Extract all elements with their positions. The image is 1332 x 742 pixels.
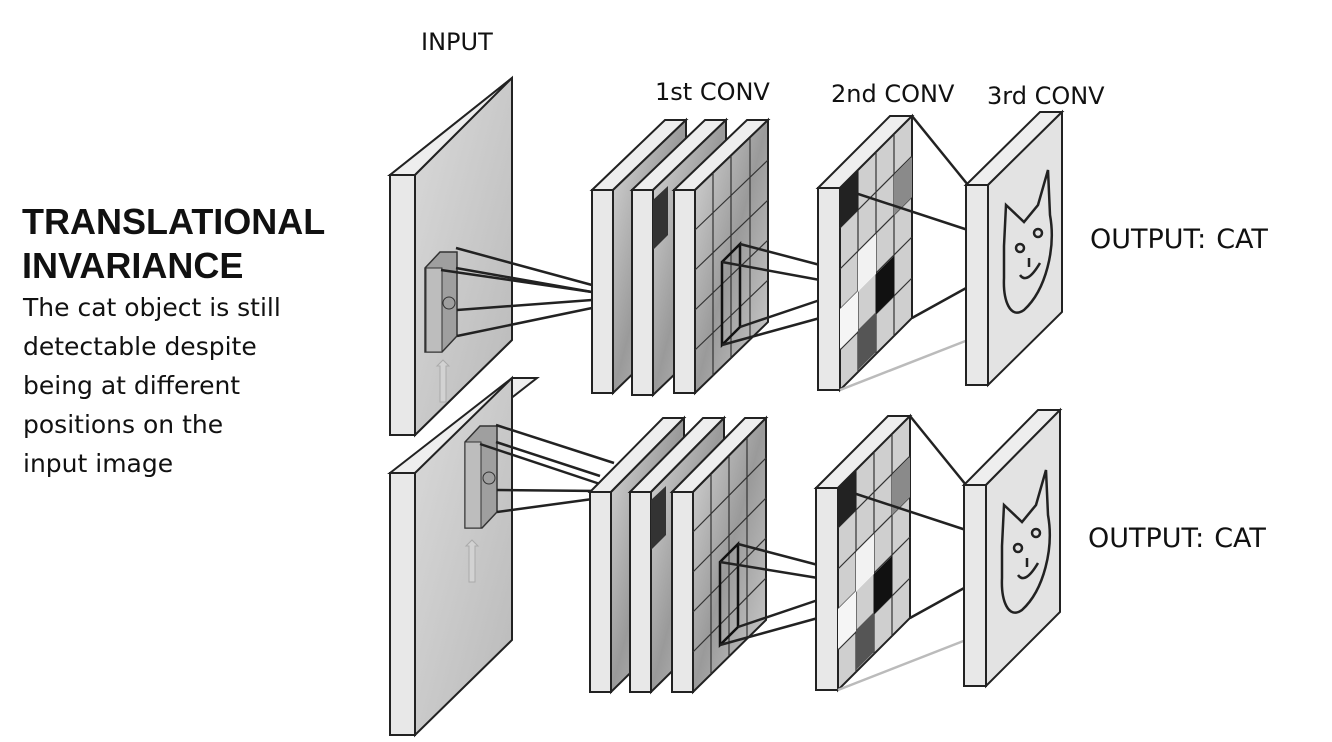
output-value: CAT	[1216, 224, 1268, 255]
input-label: INPUT	[421, 28, 493, 56]
connections-conv2-conv3-bottom	[837, 415, 967, 692]
connections-input-conv1-top	[440, 246, 593, 338]
description-line: detectable despite	[23, 332, 257, 361]
output-label-top: OUTPUT: CAT	[1090, 224, 1278, 255]
conv2-map-top	[815, 113, 915, 393]
conv2-label: 2nd CONV	[831, 80, 955, 108]
description-line: The cat object is still	[23, 293, 281, 322]
output-value: CAT	[1214, 523, 1266, 554]
heading-line-1: TRANSLATIONAL	[22, 201, 326, 242]
output-label-bottom: OUTPUT: CAT	[1088, 523, 1276, 554]
connections-input-conv1-bottom	[479, 423, 615, 514]
input-layer-bottom	[387, 375, 540, 738]
cat-face-icon	[1002, 169, 1053, 314]
conv1-label: 1st CONV	[655, 78, 770, 106]
cat-face-icon	[1000, 469, 1051, 614]
description-line: being at different	[23, 371, 241, 400]
diagram-heading: TRANSLATIONAL INVARIANCE	[22, 200, 325, 288]
output-prefix: OUTPUT:	[1090, 224, 1207, 255]
conv3-map-top	[963, 109, 1065, 388]
cat-patch-top	[424, 251, 458, 403]
conv1-stack-bottom	[587, 415, 769, 695]
conv1-stack-top	[589, 117, 771, 398]
connections-conv1-conv2-bottom	[719, 542, 819, 647]
connections-conv1-conv2-top	[721, 242, 821, 347]
conv3-label: 3rd CONV	[987, 82, 1105, 110]
connections-conv2-conv3-top	[839, 115, 969, 392]
input-layer-top	[387, 75, 513, 438]
description-text: The cat object is still detectable despi…	[23, 288, 323, 483]
conv2-map-bottom	[813, 413, 913, 693]
description-line: positions on the	[23, 410, 224, 439]
cat-patch-bottom	[464, 425, 498, 583]
conv3-map-bottom	[961, 407, 1063, 689]
heading-line-2: INVARIANCE	[22, 245, 244, 286]
output-prefix: OUTPUT:	[1088, 523, 1205, 554]
description-line: input image	[23, 449, 174, 478]
